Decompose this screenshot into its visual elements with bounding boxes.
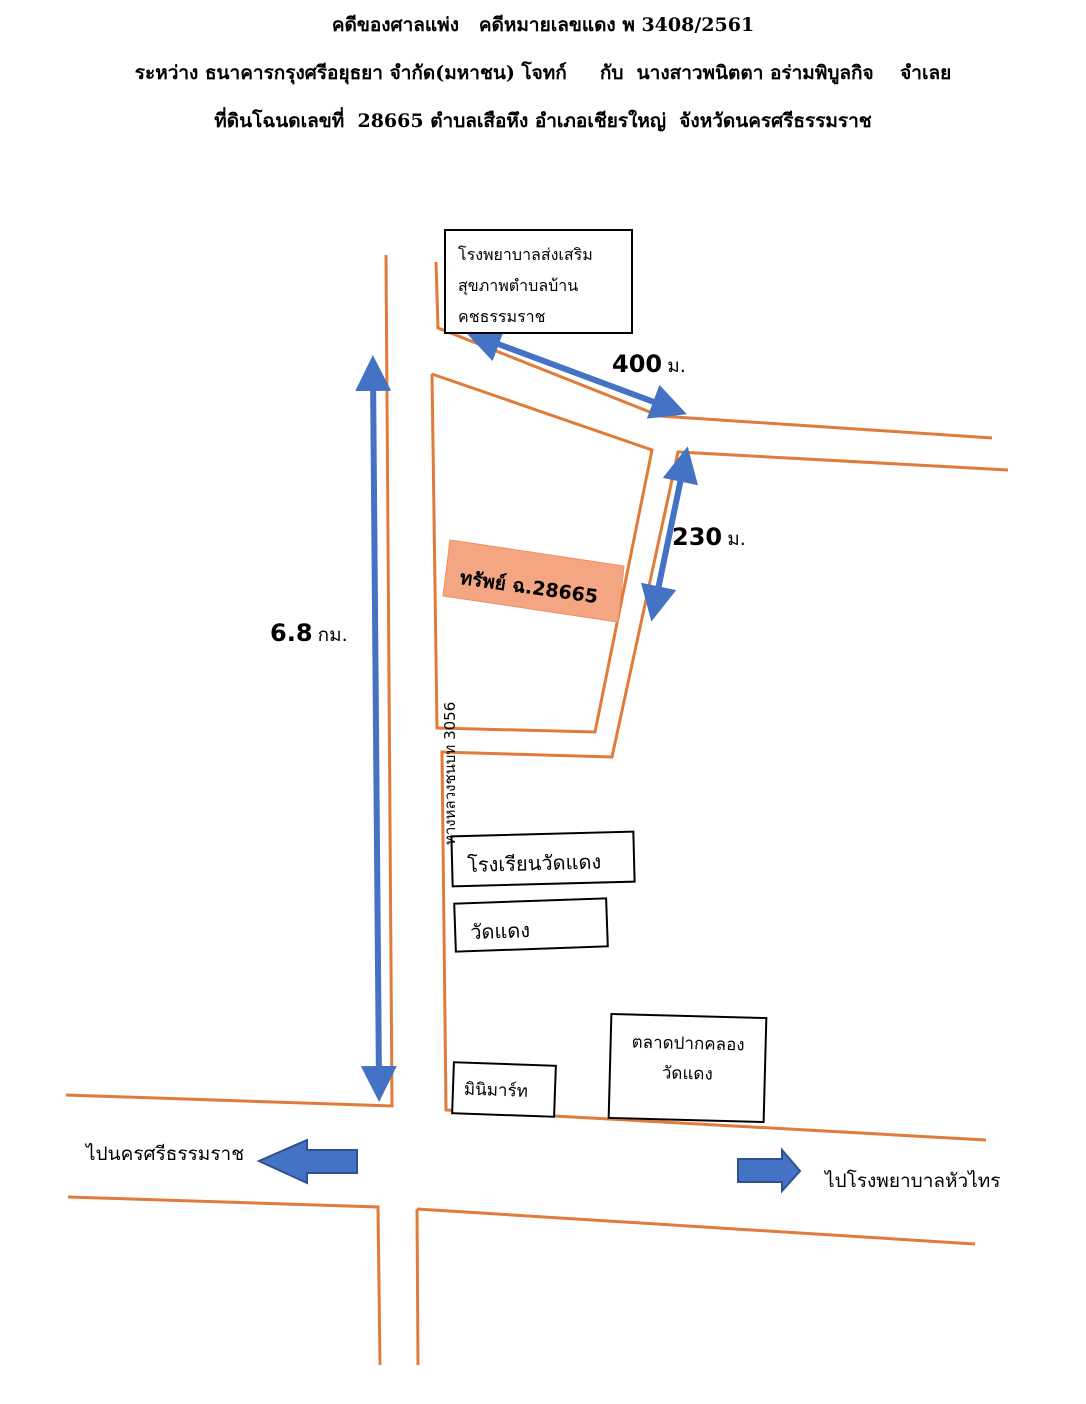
minimart-label: มินิมาร์ท (463, 1079, 529, 1102)
header-land-line: ที่ดินโฉนดเลขที่ 28665 ตำบลเสือหึง อำเภอ… (214, 110, 872, 132)
distance-6-8-value: 6.8 (270, 619, 313, 647)
temple-label: วัดแดง (469, 918, 531, 945)
road-edge-branch-left (430, 372, 654, 734)
distance-230-label: 230 ม. (672, 523, 746, 554)
minimart-box: มินิมาร์ท (451, 1061, 557, 1118)
direction-arrow-left-icon (256, 1138, 358, 1185)
distance-6-8-unit: กม. (317, 624, 348, 646)
road-edge-left-main (65, 254, 394, 1108)
road-edge-south-stub (415, 1208, 420, 1366)
market-line-2: วัดแดง (661, 1063, 714, 1085)
distance-arrow-230 (641, 446, 698, 622)
market-line-1: ตลาดปากคลอง (631, 1032, 745, 1056)
direction-right-label: ไปโรงพยาบาลหัวไทร (825, 1170, 1001, 1192)
road-network (65, 254, 1009, 1366)
distance-230-unit: ม. (727, 528, 746, 550)
road-edge-south-left (67, 1195, 382, 1366)
property-parcel (442, 539, 625, 623)
temple-box: วัดแดง (453, 897, 609, 953)
distance-400-label: 400 ม. (612, 350, 686, 381)
health-center-line-2: สุขภาพตำบลบ้าน (458, 276, 579, 295)
direction-left-label: ไปนครศรีธรรมราช (86, 1143, 245, 1165)
road-name-label: ทางหลวงชนบท 3056 (441, 701, 459, 845)
school-label: โรงเรียนวัดแดง (466, 849, 602, 877)
direction-arrow-right-icon (737, 1147, 802, 1194)
distance-230-value: 230 (672, 523, 723, 551)
distance-arrow-400 (465, 327, 687, 419)
distance-arrow-6-8 (355, 355, 397, 1102)
health-center-line-3: คชธรรมราช (458, 307, 546, 326)
distance-400-unit: ม. (667, 355, 686, 377)
header-case-line: คดีของศาลแพ่ง คดีหมายเลขแดง พ 3408/2561 (331, 14, 755, 36)
distance-6-8-label: 6.8 กม. (270, 619, 348, 650)
header-parties-line: ระหว่าง ธนาคารกรุงศรีอยุธยา จำกัด(มหาชน)… (134, 62, 952, 84)
school-box: โรงเรียนวัดแดง (450, 830, 636, 888)
distance-400-value: 400 (612, 350, 663, 378)
health-center-line-1: โรงพยาบาลส่งเสริม (458, 245, 593, 264)
road-edge-south-right (416, 1207, 976, 1246)
health-center-box: โรงพยาบาลส่งเสริม สุขภาพตำบลบ้าน คชธรรมร… (444, 229, 633, 334)
market-box: ตลาดปากคลอง วัดแดง (607, 1012, 768, 1124)
